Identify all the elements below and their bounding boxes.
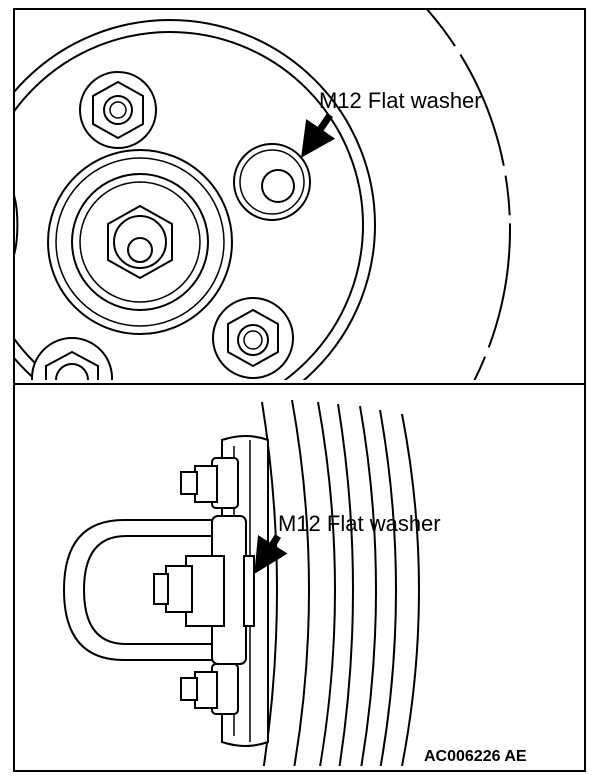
top-left-nut	[79, 71, 157, 149]
figure-code: AC006226 AE	[424, 748, 527, 765]
flat-washer-top	[233, 143, 311, 221]
lower-right-nut	[212, 297, 294, 379]
center-hub	[47, 149, 233, 335]
bottom-bolt	[180, 663, 239, 715]
top-bolt	[180, 457, 239, 509]
center-bolt	[153, 555, 225, 627]
washer-arrow-top	[301, 113, 336, 158]
bottom-panel-drawing	[62, 399, 420, 766]
callout-label-bottom: M12 Flat washer	[278, 511, 441, 536]
top-panel-drawing	[14, 10, 511, 380]
washer-arrow-bottom	[254, 534, 288, 574]
flat-washer-bottom	[243, 555, 255, 627]
lower-left-nut	[31, 337, 113, 380]
callout-label-top: M12 Flat washer	[319, 88, 482, 113]
figure-frame	[13, 8, 586, 772]
